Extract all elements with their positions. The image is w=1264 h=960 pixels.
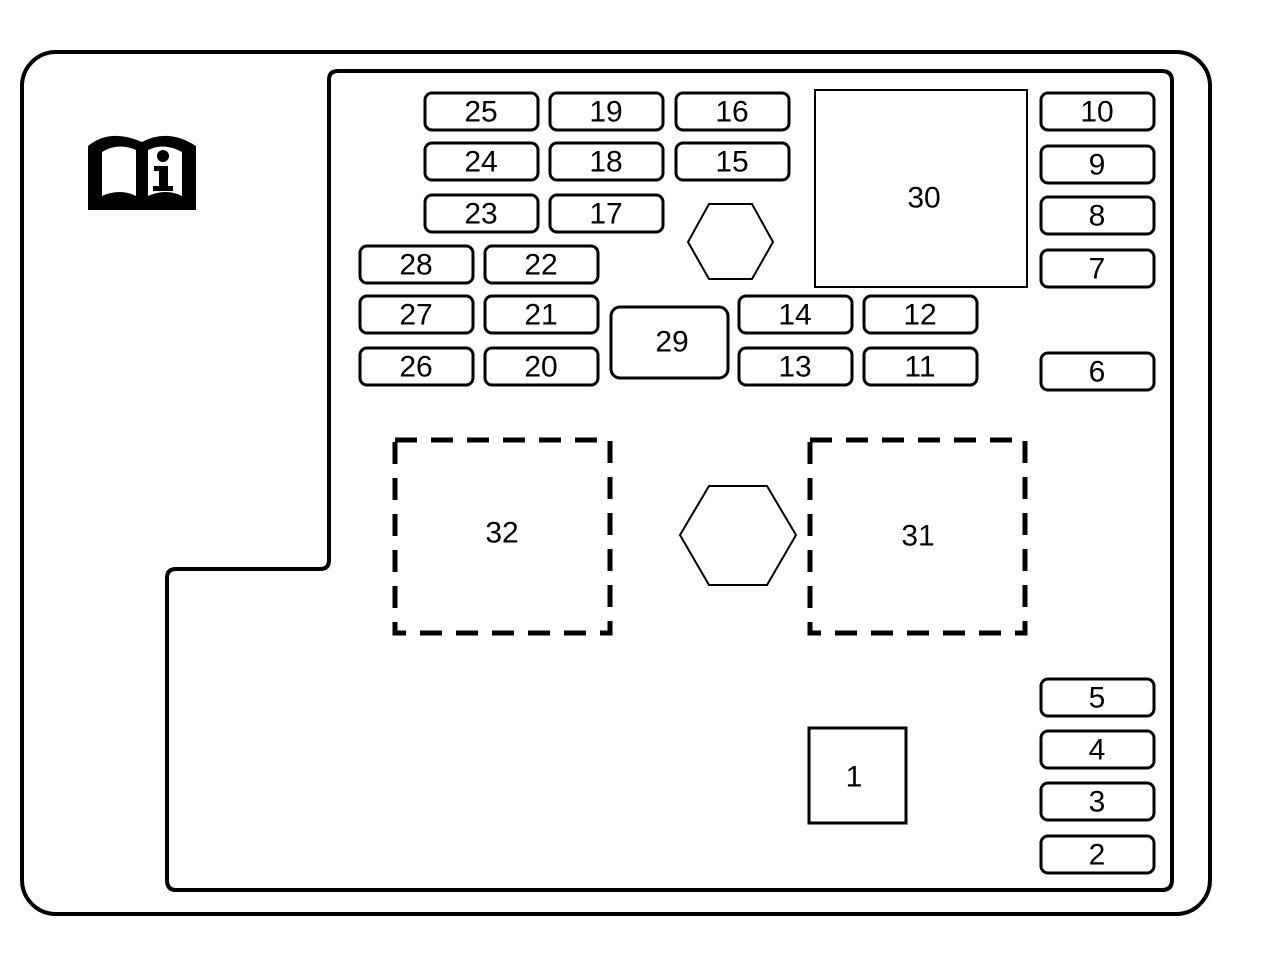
square-block-label: 1	[846, 761, 863, 794]
fuse-label: 16	[715, 96, 748, 129]
mini-fuse: 25	[423, 91, 540, 132]
mini-fuse: 24	[423, 141, 540, 182]
owners-manual-info-icon	[88, 135, 196, 210]
mini-fuse: 20	[483, 346, 600, 387]
small-relay: 29	[609, 305, 730, 380]
fuse-label: 20	[524, 351, 557, 384]
dashed-relay: 32	[392, 437, 613, 636]
mini-fuse: 4	[1039, 729, 1156, 770]
fuse-label: 25	[464, 96, 497, 129]
small-relay-label: 29	[655, 326, 688, 359]
fuse-label: 6	[1089, 356, 1106, 389]
fuse-label: 4	[1089, 734, 1106, 767]
mini-fuse: 7	[1039, 248, 1156, 289]
mini-fuse: 19	[548, 91, 665, 132]
fuse-label: 9	[1089, 149, 1106, 182]
dashed-relay-label: 32	[485, 517, 518, 550]
mini-fuse: 14	[737, 294, 854, 335]
mini-fuse: 12	[862, 294, 979, 335]
fuse-label: 18	[589, 146, 622, 179]
fuse-label: 13	[778, 351, 811, 384]
mini-fuse: 27	[358, 294, 475, 335]
mini-fuse: 26	[358, 346, 475, 387]
fuse-label: 17	[589, 198, 622, 231]
fuse-label: 5	[1089, 682, 1106, 715]
square-block: 1	[807, 726, 908, 825]
mini-fuse-group: 25 19 16 24 18 15 23 17 28 22 27 21 26 2…	[358, 91, 1156, 875]
fuse-label: 26	[399, 351, 432, 384]
mini-fuse: 18	[548, 141, 665, 182]
mini-fuse: 8	[1039, 195, 1156, 236]
fuse-label: 10	[1080, 96, 1113, 129]
mini-fuse: 6	[1039, 351, 1156, 392]
large-relay: 30	[814, 89, 1028, 288]
fuse-label: 23	[464, 198, 497, 231]
mini-fuse: 23	[423, 193, 540, 234]
fuse-label: 8	[1089, 200, 1106, 233]
mini-fuse: 13	[737, 346, 854, 387]
outer-enclosure	[20, 50, 1212, 916]
mini-fuse: 2	[1039, 834, 1156, 875]
inner-panel-outline	[165, 69, 1174, 892]
fuse-label: 28	[399, 249, 432, 282]
large-relay-label: 30	[907, 182, 940, 215]
fuse-label: 22	[524, 249, 557, 282]
mini-fuse: 22	[483, 244, 600, 285]
fuse-label: 3	[1089, 786, 1106, 819]
fuse-label: 11	[904, 351, 935, 384]
mini-fuse: 5	[1039, 677, 1156, 718]
fuse-label: 15	[715, 146, 748, 179]
mini-fuse: 16	[674, 91, 791, 132]
dashed-relay-label: 31	[901, 520, 934, 553]
mini-fuse: 17	[548, 193, 665, 234]
fuse-label: 12	[903, 299, 936, 332]
mini-fuse: 15	[674, 141, 791, 182]
fuse-label: 7	[1089, 253, 1106, 286]
mini-fuse: 11	[862, 346, 979, 387]
fuse-label: 24	[464, 146, 497, 179]
hex-nut-icon	[678, 485, 798, 586]
mini-fuse: 3	[1039, 781, 1156, 822]
hex-nut-icon	[686, 203, 775, 280]
dashed-relay: 31	[807, 437, 1028, 636]
fuse-label: 2	[1089, 839, 1106, 872]
mini-fuse: 10	[1039, 91, 1156, 132]
mini-fuse: 9	[1039, 144, 1156, 185]
mini-fuse: 28	[358, 244, 475, 285]
fuse-label: 19	[589, 96, 622, 129]
fuse-label: 21	[524, 299, 557, 332]
fuse-label: 14	[778, 299, 811, 332]
mini-fuse: 21	[483, 294, 600, 335]
fuse-label: 27	[399, 299, 432, 332]
